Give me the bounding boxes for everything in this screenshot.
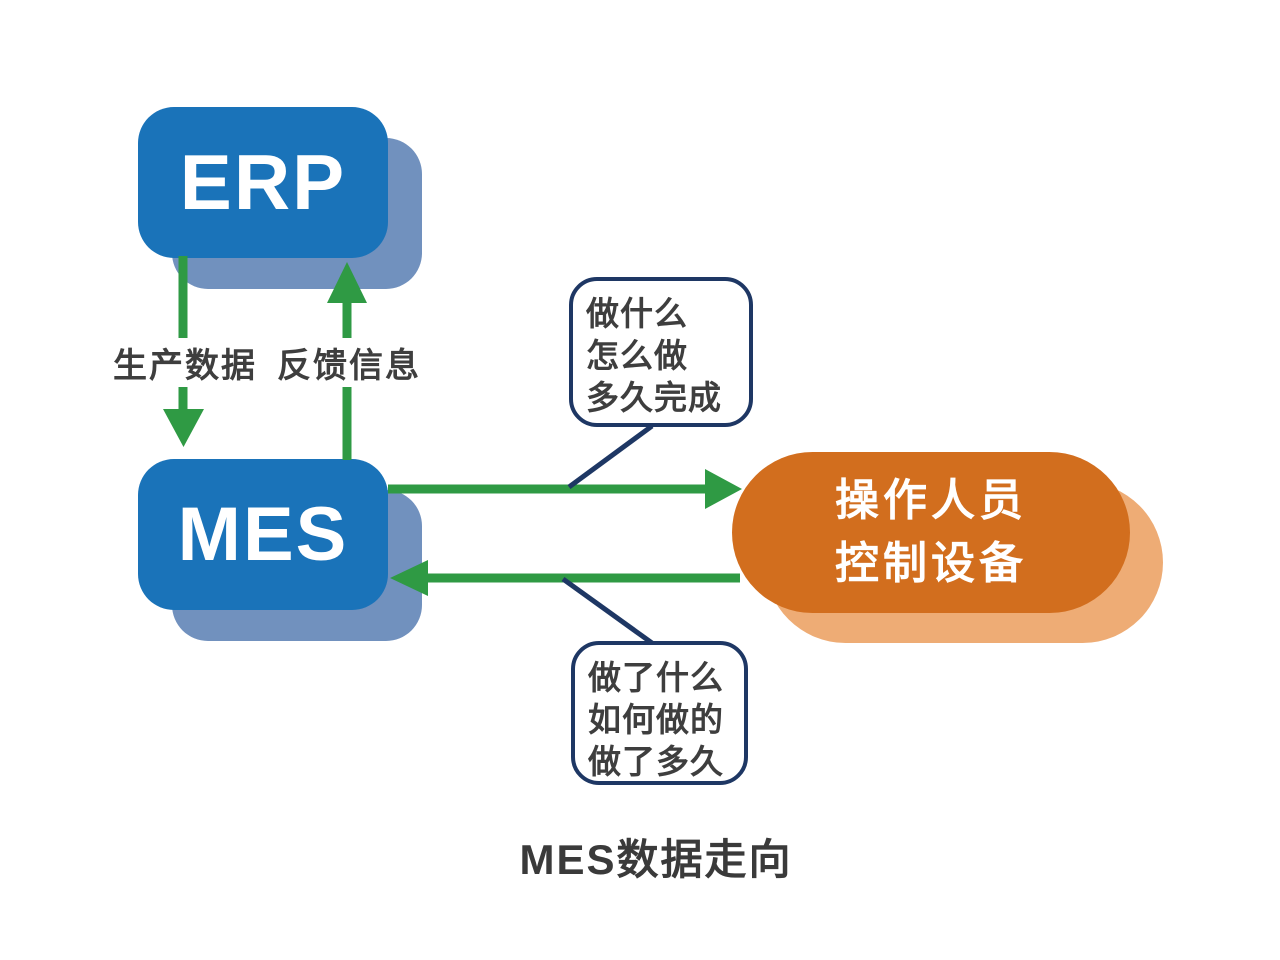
- arrow-operator-to-mes-shaft: [426, 573, 740, 583]
- arrow-mes-to-erp-head: [327, 262, 367, 303]
- callout-mes-to-operator: 做什么 怎么做 多久完成: [569, 277, 753, 427]
- callout-top-connector-line: [567, 423, 654, 490]
- arrow-operator-to-mes-head: [390, 560, 428, 596]
- callout-top-line-2: 怎么做: [586, 337, 688, 374]
- flow-label-production-data: 生产数据: [110, 338, 260, 387]
- callout-top-line-1: 做什么: [586, 295, 688, 332]
- arrow-mes-to-operator-shaft: [388, 484, 707, 494]
- arrow-operator-to-mes: [390, 560, 740, 596]
- arrow-mes-to-operator: [388, 469, 742, 509]
- mes-node: MES: [138, 459, 388, 610]
- diagram-caption: MES数据走向: [519, 836, 793, 883]
- operator-node-line1: 操作人员: [835, 476, 1027, 526]
- operator-node-line2: 控制设备: [835, 538, 1027, 588]
- callout-bottom-line-1: 做了什么: [588, 659, 724, 696]
- callout-operator-to-mes: 做了什么 如何做的 做了多久: [571, 641, 748, 785]
- arrow-erp-to-mes-head: [163, 409, 204, 447]
- erp-node-label: ERP: [179, 138, 347, 226]
- operator-node: 操作人员 控制设备: [732, 452, 1130, 613]
- mes-node-label: MES: [177, 492, 349, 577]
- arrow-erp-to-mes-shaft: [178, 256, 188, 412]
- callout-top-line-3: 多久完成: [586, 379, 722, 416]
- erp-node: ERP: [138, 107, 388, 258]
- callout-bottom-line-3: 做了多久: [588, 743, 724, 780]
- callout-bottom-connector-line: [561, 576, 654, 646]
- callout-bottom-line-2: 如何做的: [588, 701, 724, 738]
- flow-label-feedback-info: 反馈信息: [274, 338, 424, 387]
